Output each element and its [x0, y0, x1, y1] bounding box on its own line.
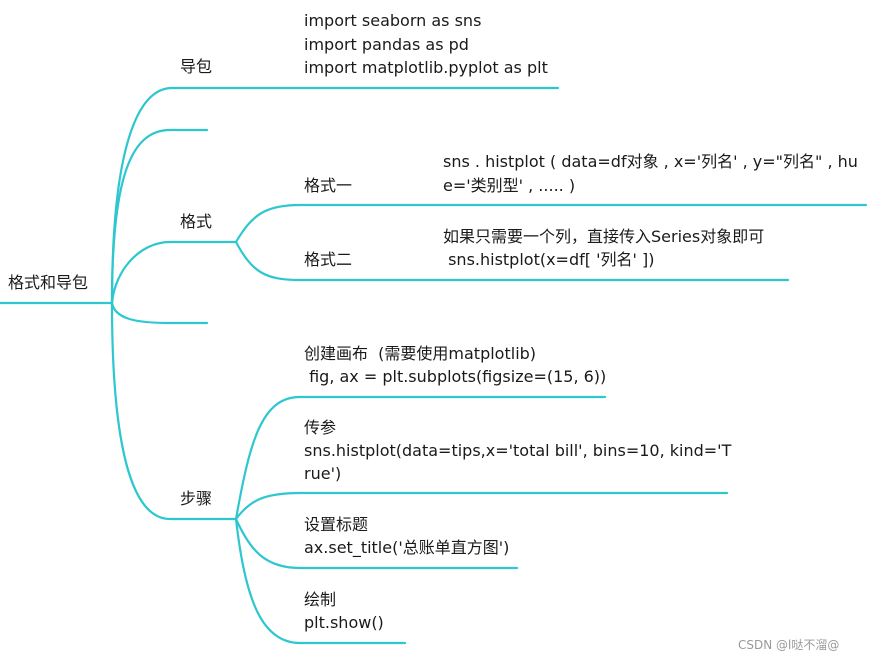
step-1-line-2: fig, ax = plt.subplots(figsize=(15, 6)) [304, 367, 607, 386]
branch-steps [110, 301, 238, 521]
branch-step-3 [234, 517, 519, 570]
format-two-detail-2: sns.histplot(x=df[ '列名' ]) [443, 250, 655, 269]
step-3-line-2: ax.set_title('总账单直方图') [304, 538, 510, 557]
step-2-line-3: rue') [304, 464, 342, 483]
format-node: 格式 [180, 212, 213, 231]
format-one-detail-1: sns . histplot ( data=df对象 , x='列名' , y=… [443, 152, 858, 171]
root-node: 格式和导包 [8, 273, 89, 292]
import-line-3: import matplotlib.pyplot as plt [304, 58, 548, 77]
branch-format-one [234, 203, 868, 244]
branch-step-1 [234, 395, 607, 521]
step-4-line-1: 绘制 [304, 590, 337, 609]
branch-format-two [234, 240, 790, 282]
step-4-line-2: plt.show() [304, 613, 384, 632]
branch-step-4 [234, 517, 407, 645]
branch-empty-top [110, 128, 209, 305]
step-1-line-1: 创建画布 (需要使用matplotlib) [304, 344, 537, 363]
step-3-line-1: 设置标题 [304, 515, 369, 534]
branch-step-2 [234, 491, 729, 521]
format-two-node: 格式二 [304, 250, 353, 269]
branch-empty-bottom [110, 301, 209, 325]
import-line-1: import seaborn as sns [304, 11, 482, 30]
import-line-2: import pandas as pd [304, 35, 469, 54]
steps-node: 步骤 [180, 489, 213, 508]
watermark: CSDN @l哒不溜@ [738, 638, 840, 652]
branch-format [110, 240, 238, 305]
import-node: 导包 [180, 57, 213, 76]
format-one-node: 格式一 [304, 176, 353, 195]
format-two-detail-1: 如果只需要一个列，直接传入Series对象即可 [443, 227, 765, 246]
step-2-line-2: sns.histplot(data=tips,x='total bill', b… [304, 441, 732, 460]
step-2-line-1: 传参 [304, 418, 337, 437]
format-one-detail-2: e='类别型' , ..... ) [443, 176, 576, 195]
